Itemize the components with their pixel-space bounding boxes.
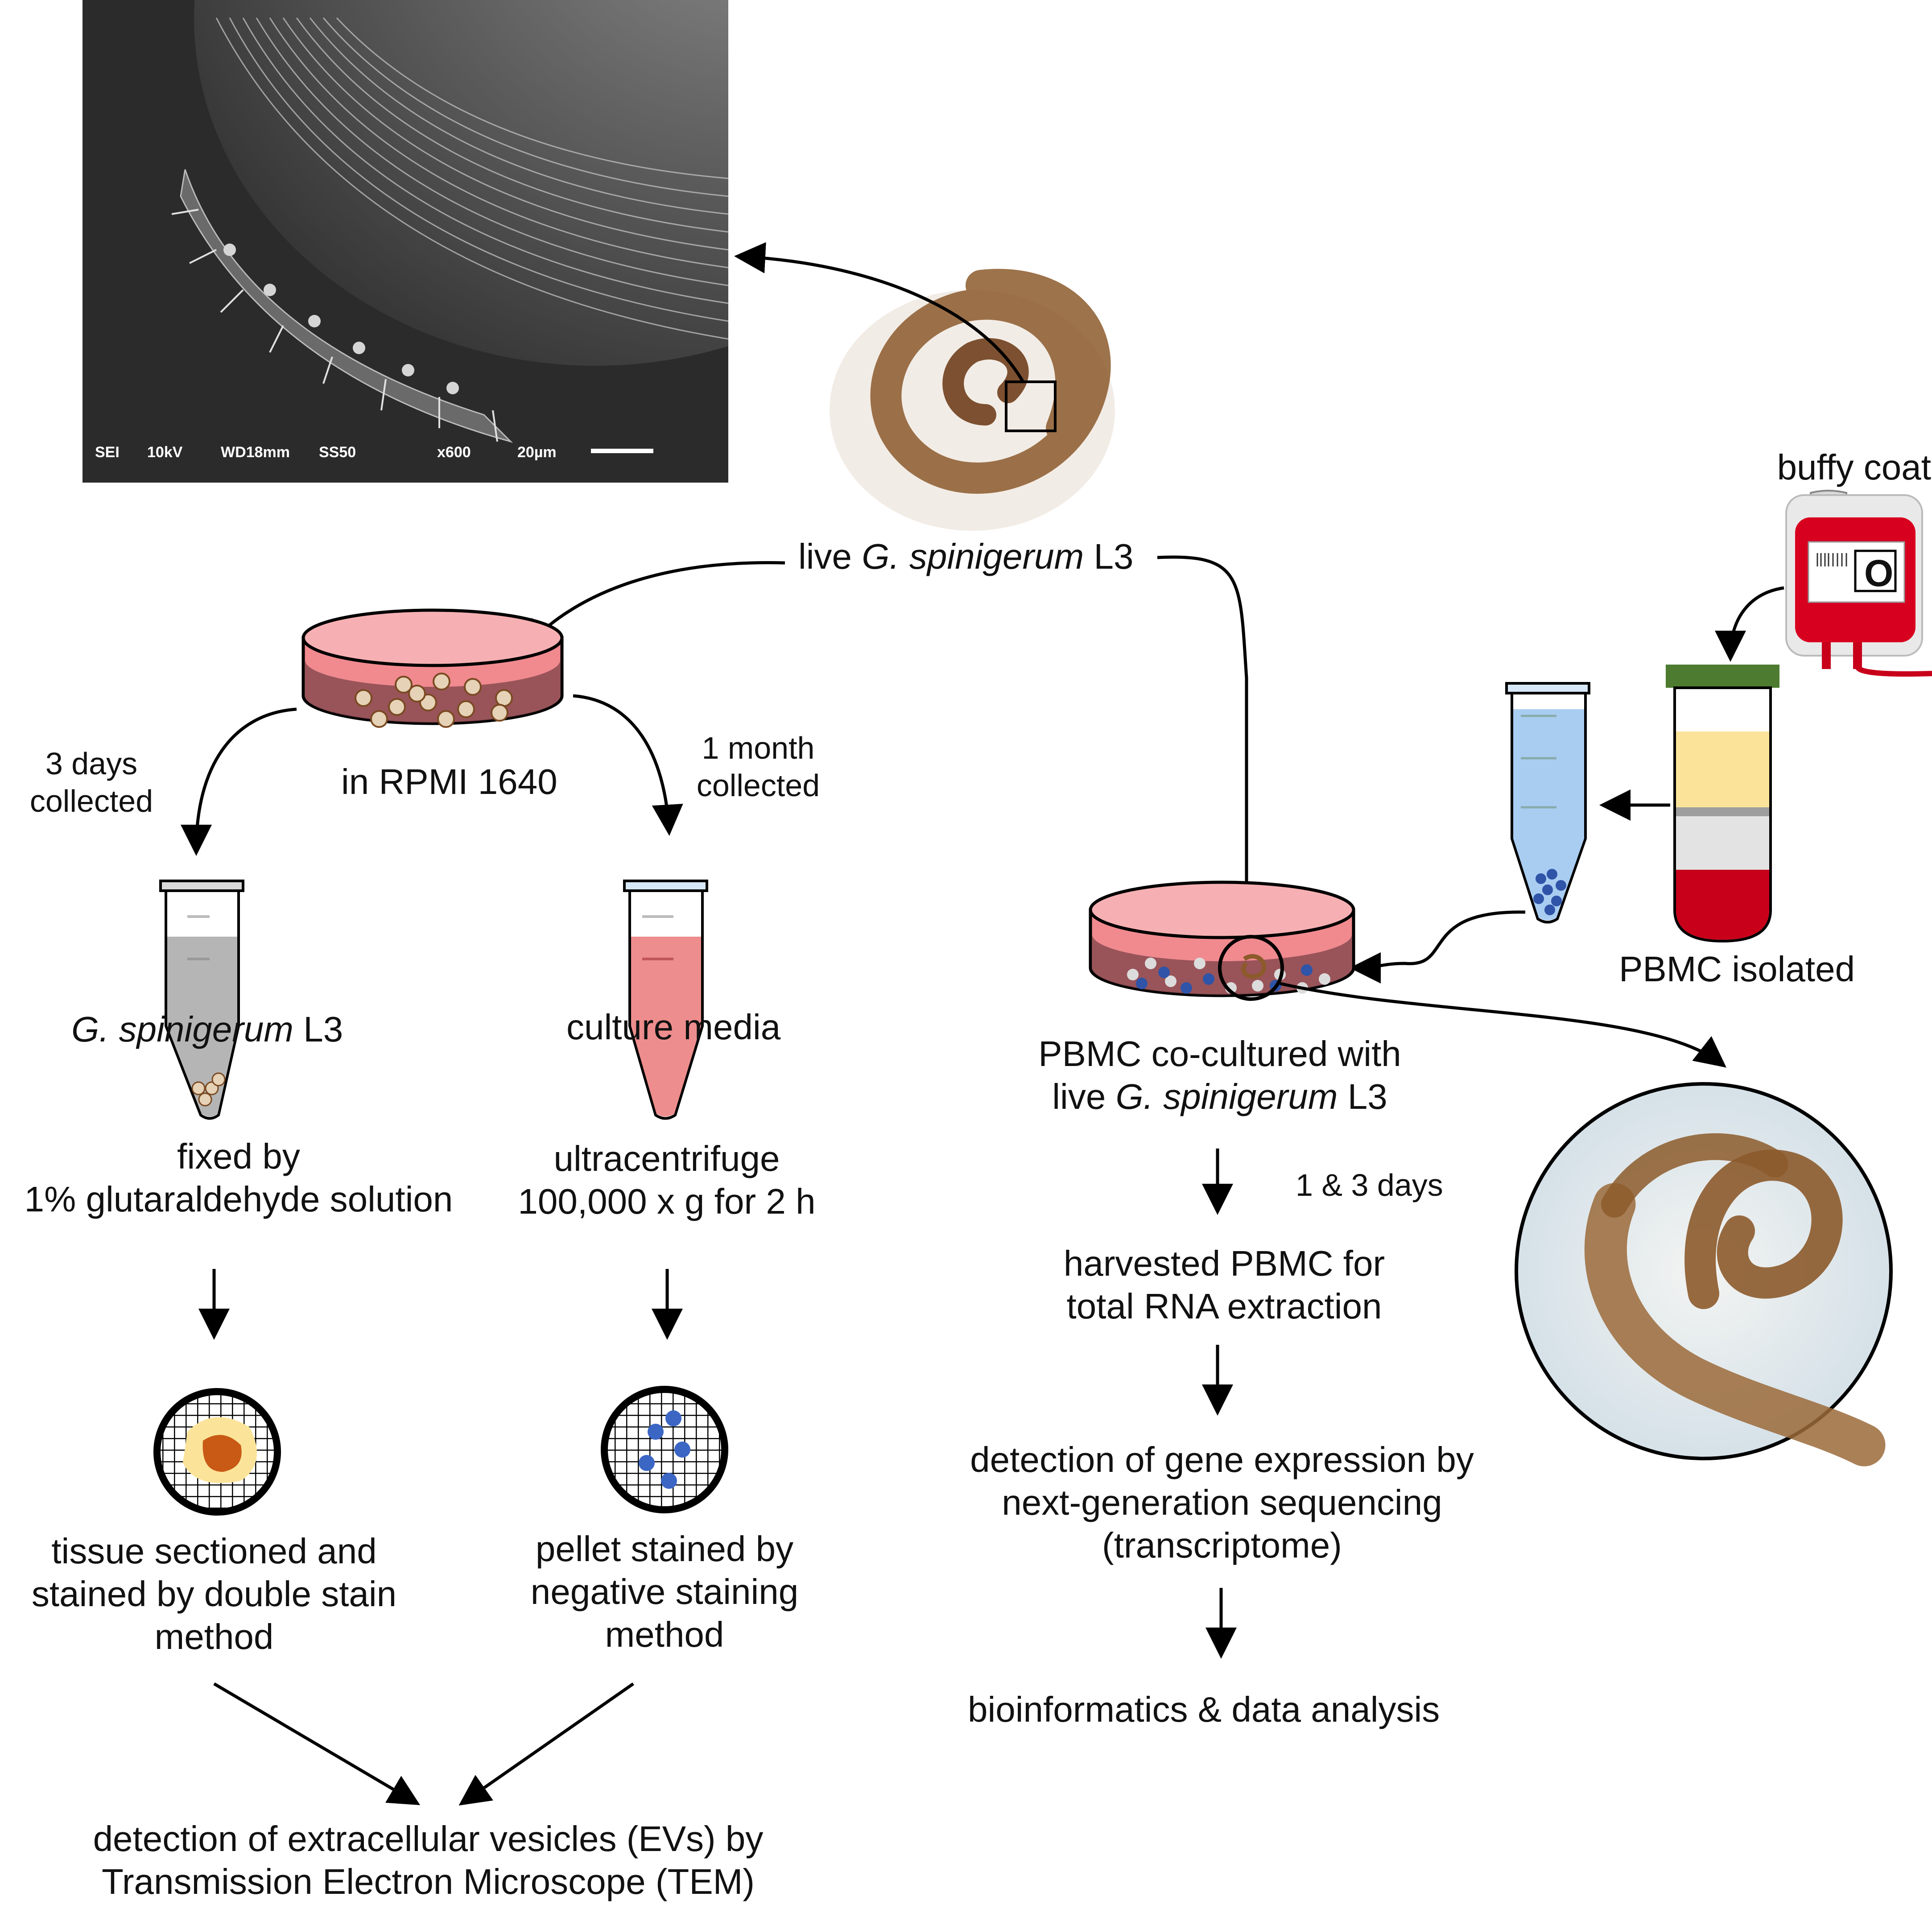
pbmc-tube <box>1505 682 1590 924</box>
live-l3-label: live G. spinigerum L3 <box>798 537 1134 576</box>
tube-l3-sample <box>159 880 244 1120</box>
arrow-to-micrograph <box>1280 982 1727 1068</box>
sem-info-magnification: x600 <box>437 444 471 461</box>
ev-detection-label: detection of extracellular vesicles (EVs… <box>93 1819 764 1901</box>
pbmc-isolated-label: PBMC isolated <box>1619 949 1855 989</box>
arrow-to-rpmi-dish <box>522 561 785 652</box>
arrow-pellet-to-ev <box>458 1682 635 1806</box>
sem-larva-surface-image <box>83 0 728 483</box>
sem-info-ss: SS50 <box>319 444 356 461</box>
coculture-dish <box>1089 880 1355 1001</box>
days-label: 1 & 3 days <box>1296 1168 1443 1202</box>
blood-bag-icon <box>1785 490 1932 677</box>
arrow-bag-to-tube <box>1715 586 1784 662</box>
sem-info-wd: WD18mm <box>221 444 290 461</box>
sem-scale-bar <box>591 449 653 453</box>
sem-info-detector: SEI <box>95 444 120 461</box>
buffy-coat-label: buffy coat <box>1777 447 1931 487</box>
rpmi-label: in RPMI 1640 <box>341 762 557 802</box>
sem-info-voltage: 10kV <box>147 444 183 461</box>
tube-culture-media <box>623 880 708 1120</box>
sem-micrograph: SEI 10kV WD18mm SS50 x600 20µm <box>83 0 728 483</box>
rpmi-culture-dish <box>301 608 564 728</box>
arrow-3-days <box>181 707 297 856</box>
pbmc-separation-tube <box>1666 665 1779 943</box>
arrow-pbmc-to-coculture <box>1350 910 1526 983</box>
sem-info-scale: 20µm <box>517 444 557 461</box>
blood-type-label: O <box>1864 552 1894 594</box>
tem-grid-tissue <box>153 1388 281 1516</box>
larva-micrograph <box>1515 1082 1893 1467</box>
culture-media-label: culture media <box>566 1007 781 1047</box>
arrow-to-sem <box>734 242 1025 384</box>
arrow-tissue-to-ev <box>213 1682 421 1806</box>
zoom-box <box>1005 380 1057 432</box>
arrow-1-month <box>573 694 683 836</box>
tube-l3-label: G. spinigerum L3 <box>71 1009 343 1049</box>
bioinformatics-label: bioinformatics & data analysis <box>968 1690 1440 1729</box>
live-larva-image <box>830 269 1115 531</box>
tem-grid-pellet <box>601 1386 728 1513</box>
arrow-to-coculture <box>1157 555 1262 936</box>
